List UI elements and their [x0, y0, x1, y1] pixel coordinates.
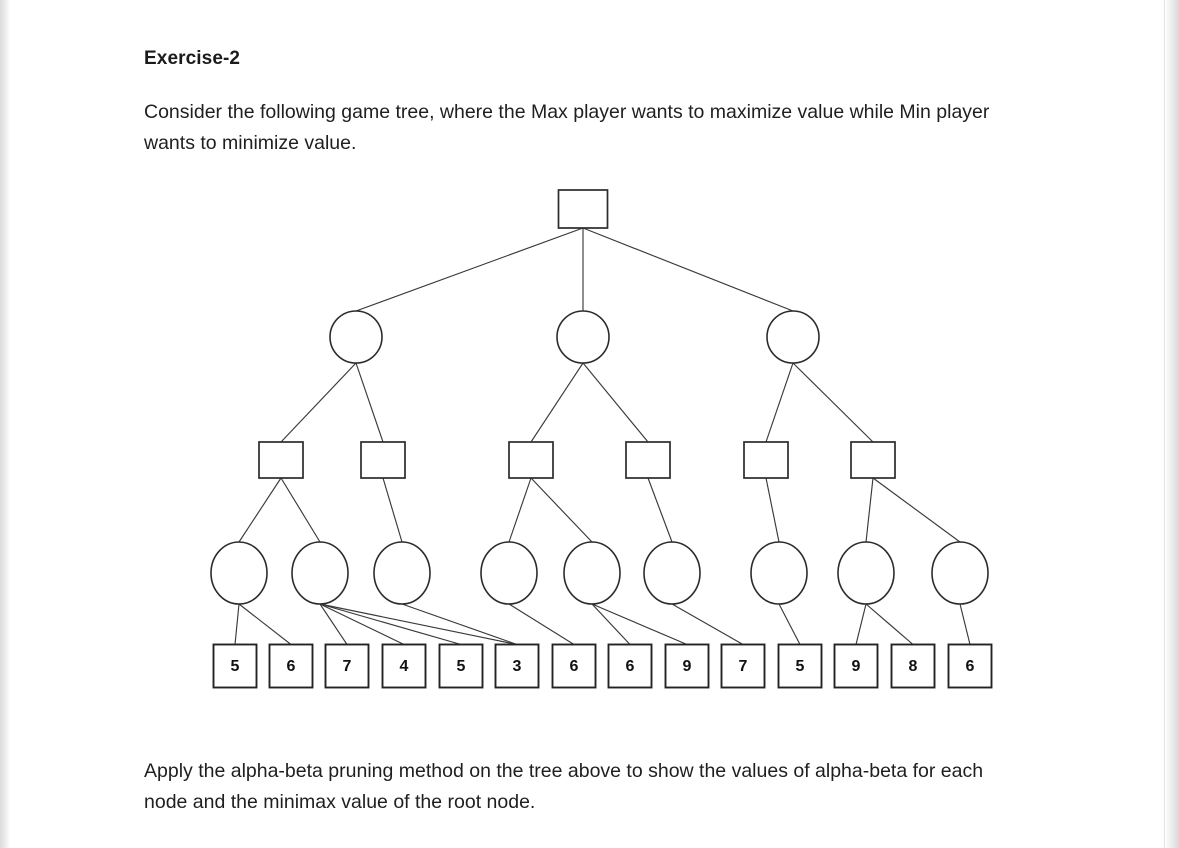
leaf-node-box	[833, 643, 879, 689]
tree-edge	[792, 362, 874, 443]
leaf-node-value: 6	[570, 658, 579, 675]
exercise-title: Exercise-2	[144, 48, 241, 69]
tree-edge	[234, 603, 240, 645]
leaf-node-value: 9	[683, 658, 692, 675]
leaf-node-value: 7	[343, 658, 352, 675]
leaf-node-box	[212, 643, 258, 689]
tree-edge	[765, 477, 780, 543]
tree-edge	[508, 603, 575, 645]
tree-edge	[855, 603, 867, 645]
tree-edge	[591, 603, 631, 645]
leaf-node-box	[947, 643, 993, 689]
tree-edge	[508, 477, 532, 543]
leaf-node-value: 6	[966, 658, 975, 675]
leaf-node-value: 5	[457, 658, 466, 675]
tree-edge	[319, 603, 348, 645]
tree-edge	[530, 477, 593, 543]
tree-nodes-layer: 5 6 7 4 5 3 6 6 9 7 5 9 8 6	[210, 189, 993, 689]
tree-edge	[355, 362, 384, 443]
leaf-node-box	[777, 643, 823, 689]
leaf-node-box	[607, 643, 653, 689]
leaf-node-box	[664, 643, 710, 689]
max-node-square	[508, 441, 554, 479]
min-node-circle	[643, 541, 701, 605]
max-node-square	[625, 441, 671, 479]
leaf-node-box	[551, 643, 597, 689]
tree-edge	[765, 362, 794, 443]
root-node-square	[557, 189, 609, 229]
min-node-circle	[373, 541, 431, 605]
tree-edge	[280, 362, 357, 443]
leaf-node-value: 6	[626, 658, 635, 675]
min-node-circle	[480, 541, 538, 605]
leaf-node-box	[890, 643, 936, 689]
min-node-circle	[563, 541, 621, 605]
tree-edge	[238, 477, 282, 543]
tree-edge	[872, 477, 961, 543]
tree-edge	[647, 477, 673, 543]
tree-edge	[530, 362, 584, 443]
tree-edge	[401, 603, 518, 646]
leaf-node-box	[268, 643, 314, 689]
min-node-circle	[556, 310, 610, 364]
max-node-square	[743, 441, 789, 479]
tree-edge	[280, 477, 321, 543]
leaf-node-box	[381, 643, 427, 689]
leaf-node-value: 5	[231, 658, 240, 675]
tree-edge	[238, 603, 292, 645]
max-node-square	[850, 441, 896, 479]
tree-edge	[591, 603, 688, 646]
min-node-circle	[837, 541, 895, 605]
tree-edge	[319, 603, 518, 646]
tree-edge	[355, 227, 584, 312]
leaf-node-box	[720, 643, 766, 689]
leaf-node-value: 5	[796, 658, 805, 675]
tree-edge	[778, 603, 801, 645]
page-left-edge-shading	[0, 0, 10, 848]
page-right-divider	[1164, 0, 1165, 848]
tree-edge	[319, 603, 462, 646]
leaf-node-value: 8	[909, 658, 918, 675]
min-node-circle	[329, 310, 383, 364]
min-node-circle	[750, 541, 808, 605]
max-node-square	[258, 441, 304, 479]
intro-paragraph: Consider the following game tree, where …	[144, 101, 990, 154]
max-node-square	[360, 441, 406, 479]
tree-edge	[865, 477, 874, 543]
tree-edge	[382, 477, 403, 543]
min-node-circle	[766, 310, 820, 364]
min-node-circle	[931, 541, 989, 605]
leaf-node-value: 3	[513, 658, 522, 675]
min-node-circle	[210, 541, 268, 605]
tree-edge	[671, 603, 744, 645]
tree-edges-layer	[234, 227, 971, 646]
leaf-node-value: 4	[400, 658, 409, 675]
leaf-node-value: 6	[287, 658, 296, 675]
min-node-circle	[291, 541, 349, 605]
tree-edge	[582, 362, 649, 443]
leaf-node-value: 9	[852, 658, 861, 675]
tree-edge	[959, 603, 971, 645]
tree-edge	[319, 603, 405, 646]
closing-paragraph: Apply the alpha-beta pruning method on t…	[144, 760, 984, 813]
leaf-node-box	[438, 643, 484, 689]
leaf-node-value: 7	[739, 658, 748, 675]
leaf-node-box	[494, 643, 540, 689]
page-right-edge-shading	[1165, 0, 1179, 848]
tree-edge	[582, 227, 794, 312]
leaf-node-box	[324, 643, 370, 689]
tree-edge	[865, 603, 914, 645]
